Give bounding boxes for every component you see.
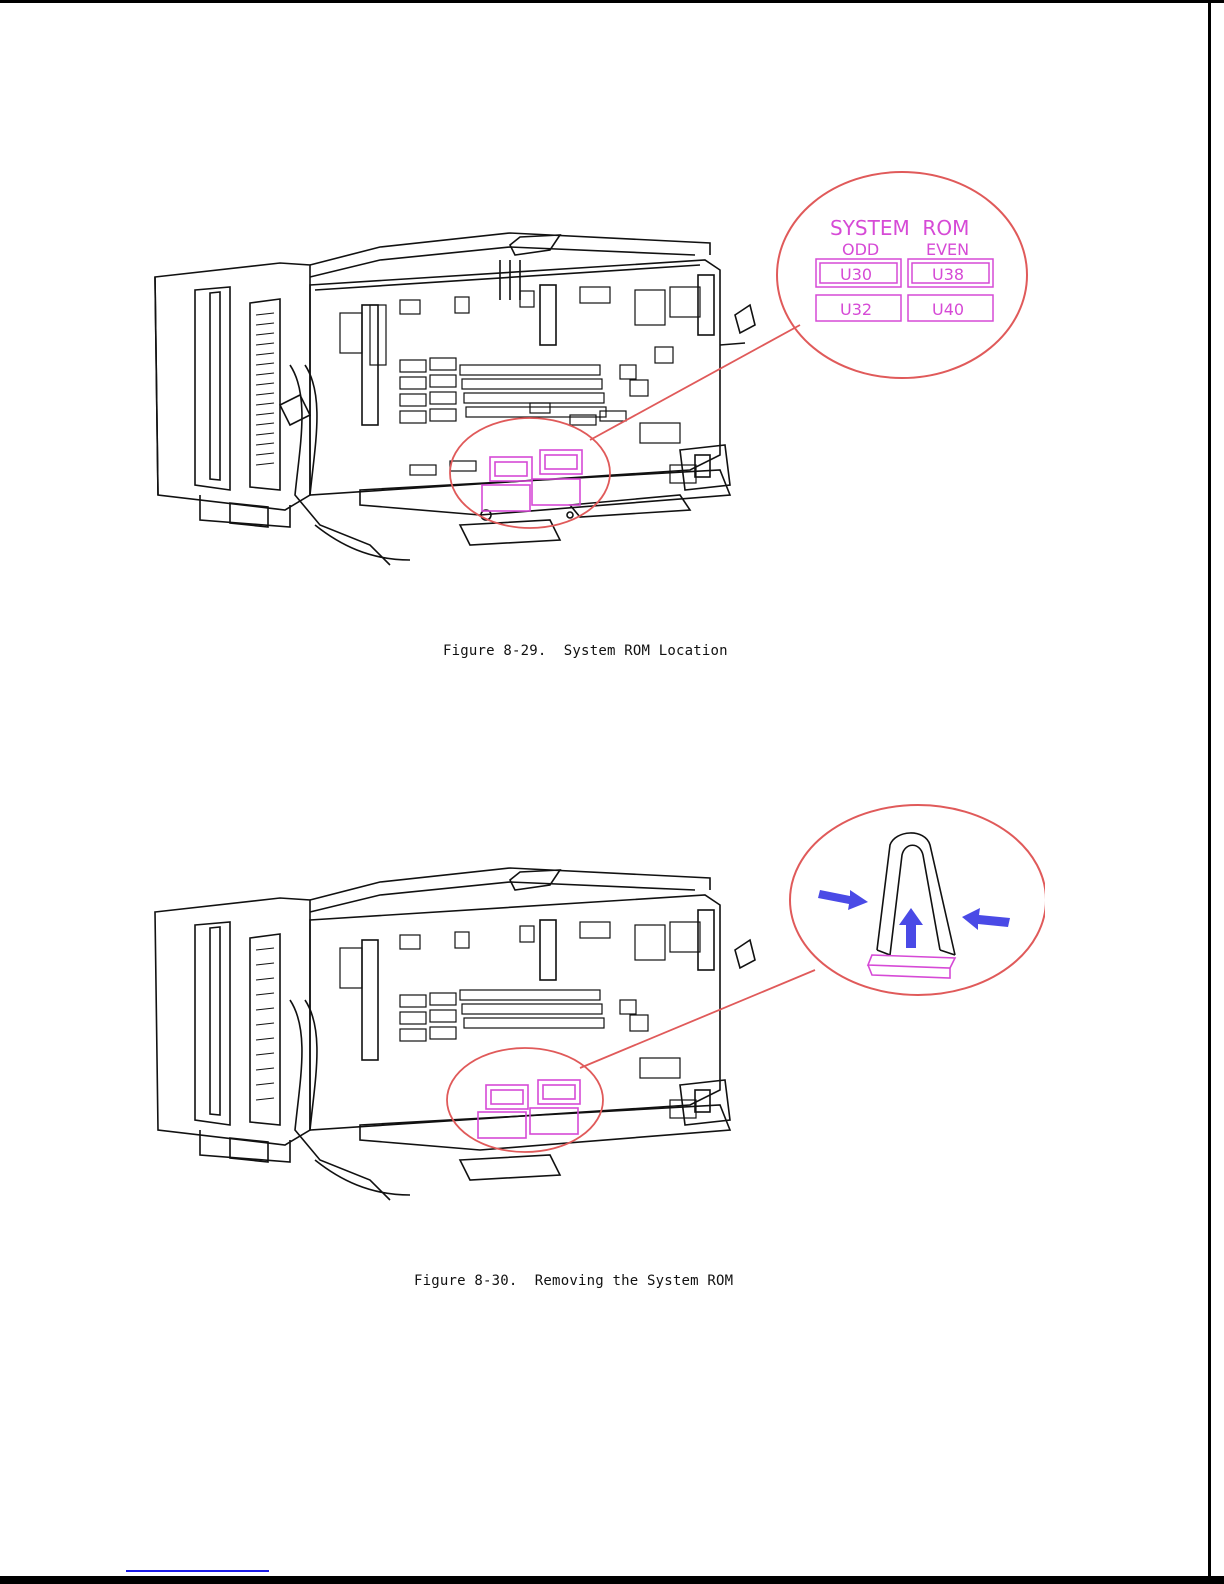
callout-leader xyxy=(580,970,815,1068)
computer-chassis-illustration xyxy=(155,868,755,1200)
callout-title: SYSTEM ROM xyxy=(830,216,969,240)
callout-col-even: EVEN xyxy=(926,240,969,259)
chip-u38: U38 xyxy=(932,265,964,284)
figure-system-rom-location: SYSTEM ROM ODD EVEN U30 U38 U32 U40 xyxy=(150,165,1045,595)
push-arrow-icon xyxy=(818,890,1010,948)
footer-link-underline[interactable] xyxy=(126,1570,269,1572)
rom-chip-highlight xyxy=(478,1080,580,1138)
page-right-border xyxy=(1208,0,1211,1584)
callout-col-odd: ODD xyxy=(842,240,879,259)
figure-removing-system-rom xyxy=(150,800,1045,1210)
chip-u40: U40 xyxy=(932,300,964,319)
chip-u32: U32 xyxy=(840,300,872,319)
callout-leader xyxy=(590,325,800,440)
figure-caption-8-30: Figure 8-30. Removing the System ROM xyxy=(414,1273,733,1289)
chip-u30: U30 xyxy=(840,265,872,284)
page-top-border xyxy=(0,0,1224,3)
page-bottom-border xyxy=(0,1576,1224,1584)
figure-caption-8-29: Figure 8-29. System ROM Location xyxy=(443,643,728,659)
rom-chip-being-removed xyxy=(868,955,955,978)
rom-chip-highlight xyxy=(482,450,582,511)
